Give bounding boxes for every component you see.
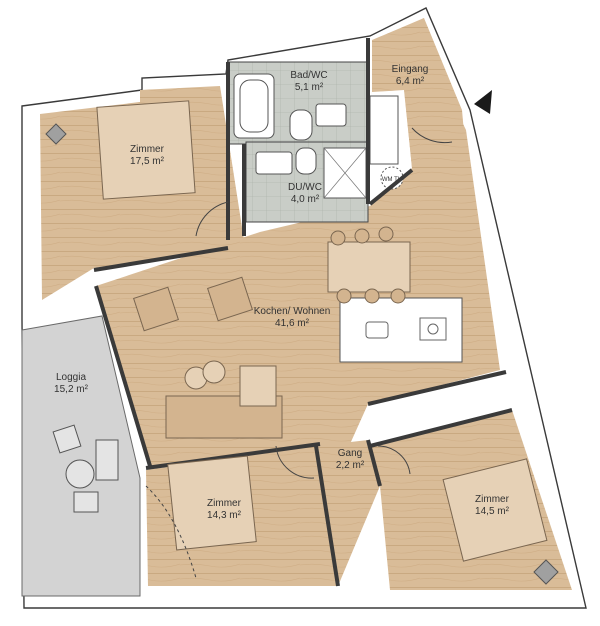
- room-name: Zimmer: [130, 144, 164, 155]
- gang-floor: [316, 440, 380, 586]
- room-area: 4,0 m²: [290, 194, 320, 205]
- door-swing: [145, 485, 197, 579]
- room-area: 41,6 m²: [275, 318, 309, 329]
- dining-table: [327, 241, 411, 293]
- room-area: 6,4 m²: [395, 76, 425, 87]
- room-label-wohnen: Kochen/ Wohnen 41,6 m²: [254, 306, 331, 330]
- room-area: 15,2 m²: [54, 384, 88, 395]
- armchair: [206, 276, 254, 322]
- kitchen-island: [339, 297, 463, 363]
- inner-walls: [93, 38, 513, 587]
- room-area: 5,1 m²: [294, 82, 324, 93]
- plant-icon: [45, 123, 67, 145]
- room-label-zimmer-2: Zimmer 14,3 m²: [207, 498, 241, 522]
- washbasin: [315, 103, 347, 127]
- room-label-du-wc: DU/WC 4,0 m²: [288, 182, 322, 206]
- room-name: Kochen/ Wohnen: [253, 306, 331, 317]
- room-name: Bad/WC: [290, 70, 328, 81]
- appliance-label: WM TU: [382, 177, 402, 183]
- bed: [442, 458, 548, 562]
- washbasin: [255, 151, 293, 175]
- room-label-eingang: Eingang 6,4 m²: [392, 64, 429, 88]
- room-name: Zimmer: [475, 494, 509, 505]
- room-name: Eingang: [391, 64, 429, 75]
- armchair: [132, 286, 180, 332]
- door-swing: [275, 445, 315, 479]
- plant-icon: [533, 559, 559, 585]
- door-swing: [195, 201, 229, 237]
- room-area: 14,3 m²: [207, 510, 241, 521]
- room-area: 14,5 m²: [475, 506, 509, 517]
- room-label-bad-wc: Bad/WC 5,1 m²: [290, 70, 327, 94]
- entrance-arrow-icon: [474, 90, 492, 114]
- door-swing: [411, 127, 453, 144]
- door-swing: [377, 445, 411, 475]
- loggia-table: [65, 459, 95, 489]
- room-name: Loggia: [55, 372, 87, 383]
- room-label-zimmer-3: Zimmer 14,5 m²: [475, 494, 509, 518]
- bed: [96, 100, 196, 200]
- room-name: Gang: [337, 448, 363, 459]
- room-name: DU/WC: [288, 182, 322, 193]
- room-label-gang: Gang 2,2 m²: [336, 448, 364, 472]
- room-area: 2,2 m²: [335, 460, 365, 471]
- wardrobe: [369, 95, 399, 165]
- room-name: Zimmer: [207, 498, 241, 509]
- room-area: 17,5 m²: [130, 156, 164, 167]
- loggia-floor: [21, 315, 141, 597]
- toilet: [295, 147, 317, 175]
- eingang-floor: [372, 18, 470, 200]
- room-label-zimmer-1: Zimmer 17,5 m²: [130, 144, 164, 168]
- toilet: [289, 109, 313, 141]
- room-label-loggia: Loggia 15,2 m²: [54, 372, 88, 396]
- bed: [167, 455, 257, 551]
